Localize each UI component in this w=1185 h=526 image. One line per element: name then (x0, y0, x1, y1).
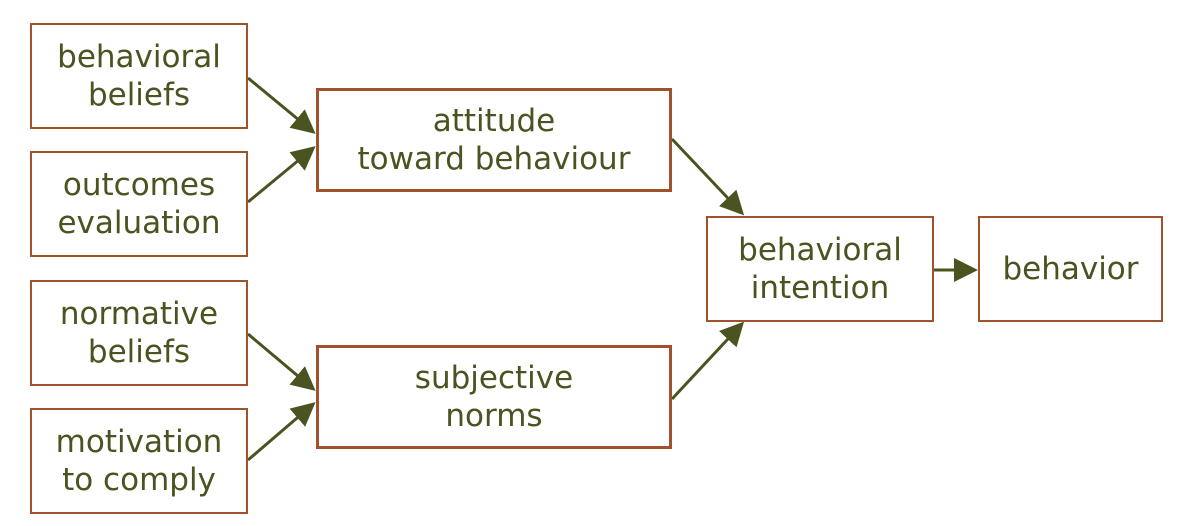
node-subjective-norms-line1: subjective (414, 360, 574, 396)
arrow-motivation-to-comply-to-subjective-norms (247, 402, 316, 462)
node-outcomes-evaluation-line2: evaluation (57, 205, 221, 241)
node-subjective-norms: subjective norms (316, 345, 672, 449)
arrow-outcomes-evaluation-to-attitude (247, 146, 316, 204)
node-behavioral-intention-line1: behavioral (738, 232, 902, 268)
node-attitude-line1: attitude (432, 103, 556, 139)
node-normative-beliefs-line2: beliefs (87, 334, 191, 370)
arrow-behavioral-beliefs-to-attitude (247, 76, 316, 134)
arrow-subjective-norms-to-behavioral-intention (670, 321, 745, 401)
node-behavior: behavior (978, 216, 1163, 322)
node-behavior-line1: behavior (1002, 251, 1139, 287)
node-behavioral-beliefs: behavioral beliefs (30, 23, 248, 129)
node-attitude-toward-behaviour: attitude toward behaviour (316, 88, 672, 192)
arrow-normative-beliefs-to-subjective-norms (247, 332, 316, 391)
node-behavioral-beliefs-line1: behavioral (57, 39, 221, 75)
node-behavioral-intention-line2: intention (750, 270, 890, 306)
node-behavioral-intention: behavioral intention (706, 216, 934, 322)
node-motivation-to-comply-line2: to comply (62, 462, 216, 498)
node-subjective-norms-line2: norms (445, 398, 543, 434)
node-normative-beliefs: normative beliefs (30, 280, 248, 386)
node-outcomes-evaluation-line1: outcomes (62, 167, 216, 203)
node-motivation-to-comply-line1: motivation (55, 424, 223, 460)
node-normative-beliefs-line1: normative (59, 296, 219, 332)
node-motivation-to-comply: motivation to comply (30, 408, 248, 514)
node-attitude-line2: toward behaviour (357, 141, 631, 177)
arrow-attitude-to-behavioral-intention (670, 137, 745, 216)
node-outcomes-evaluation: outcomes evaluation (30, 151, 248, 257)
node-behavioral-beliefs-line2: beliefs (87, 77, 191, 113)
